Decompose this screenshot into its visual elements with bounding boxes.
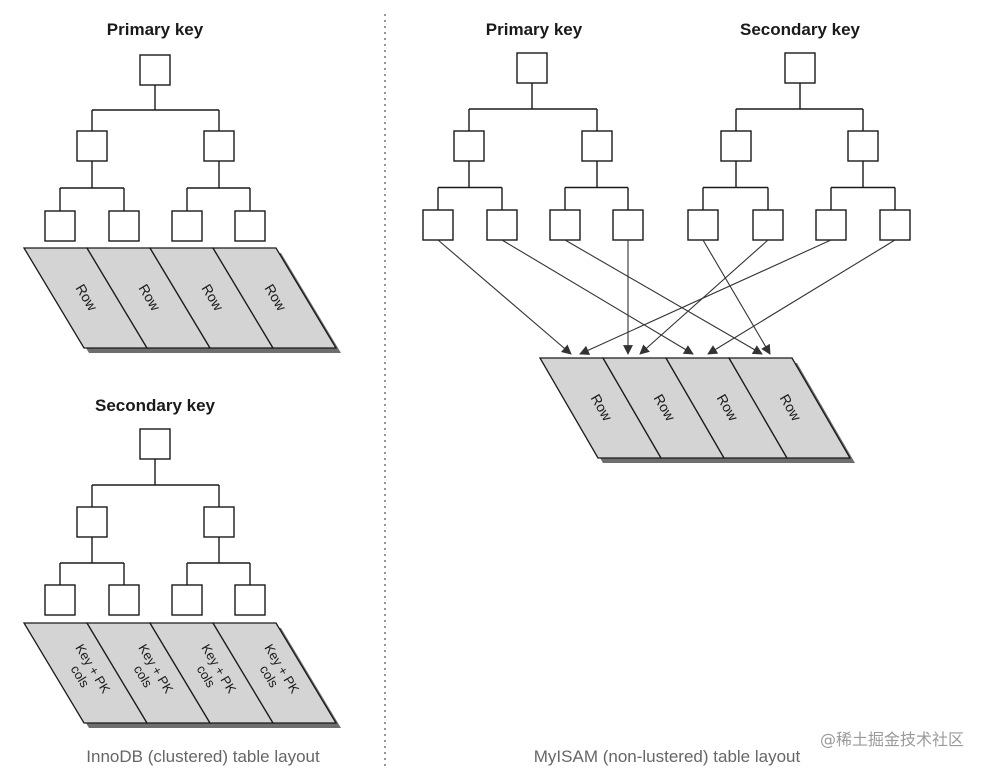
innodb-primary-leaf-node	[234, 210, 266, 242]
innodb-primary-root-node	[139, 54, 171, 86]
myisam-row-pointer-arrow	[639, 239, 769, 355]
innodb-primary-branch-node	[76, 130, 108, 162]
myisam-primary-title: Primary key	[486, 20, 583, 39]
innodb-secondary-branch-node	[76, 506, 108, 538]
myisam-row-cell	[727, 357, 852, 459]
innodb-caption: InnoDB (clustered) table layout	[86, 747, 320, 766]
myisam-secondary-leaf-node	[687, 209, 719, 241]
myisam-primary-leaf-node	[422, 209, 454, 241]
myisam-primary-leaf-node	[486, 209, 518, 241]
innodb-primary-leaf-node	[108, 210, 140, 242]
innodb-secondary-title: Secondary key	[95, 396, 216, 415]
watermark-text: @稀土掘金技术社区	[820, 730, 964, 749]
innodb-secondary-branch-node	[203, 506, 235, 538]
myisam-primary-leaf-node	[612, 209, 644, 241]
myisam-row-pointer-arrow	[437, 239, 572, 355]
myisam-secondary-branch-node	[720, 130, 752, 162]
innodb-secondary-tree	[44, 428, 266, 616]
myisam-secondary-leaf-node	[879, 209, 911, 241]
innodb-primary-leaf-node	[44, 210, 76, 242]
myisam-primary-root-node	[516, 52, 548, 84]
myisam-primary-tree	[422, 52, 644, 241]
innodb-primary-row-cell	[211, 247, 338, 349]
myisam-caption: MyISAM (non-lustered) table layout	[534, 747, 801, 766]
myisam-row-pointer-arrow	[579, 239, 832, 355]
innodb-secondary-leaf-node	[234, 584, 266, 616]
myisam-secondary-leaf-node	[752, 209, 784, 241]
myisam-pointer-arrows	[437, 239, 896, 355]
innodb-primary-branch-node	[203, 130, 235, 162]
innodb-secondary-root-node	[139, 428, 171, 460]
myisam-row-pointer-arrow	[564, 239, 763, 355]
innodb-primary-tree	[44, 54, 266, 242]
myisam-row-pointer-arrow	[707, 239, 896, 355]
innodb-secondary-leaf-node	[108, 584, 140, 616]
innodb-secondary-row-cell	[211, 622, 338, 724]
innodb-primary-leaf-node	[171, 210, 203, 242]
myisam-secondary-tree	[687, 52, 911, 241]
myisam-secondary-root-node	[784, 52, 816, 84]
myisam-secondary-leaf-node	[815, 209, 847, 241]
myisam-primary-branch-node	[581, 130, 613, 162]
myisam-secondary-branch-node	[847, 130, 879, 162]
myisam-primary-leaf-node	[549, 209, 581, 241]
innodb-primary-title: Primary key	[107, 20, 204, 39]
innodb-secondary-leaf-node	[44, 584, 76, 616]
innodb-secondary-leaf-node	[171, 584, 203, 616]
myisam-secondary-title: Secondary key	[740, 20, 861, 39]
myisam-row-pointer-arrow	[702, 239, 771, 355]
myisam-primary-branch-node	[453, 130, 485, 162]
